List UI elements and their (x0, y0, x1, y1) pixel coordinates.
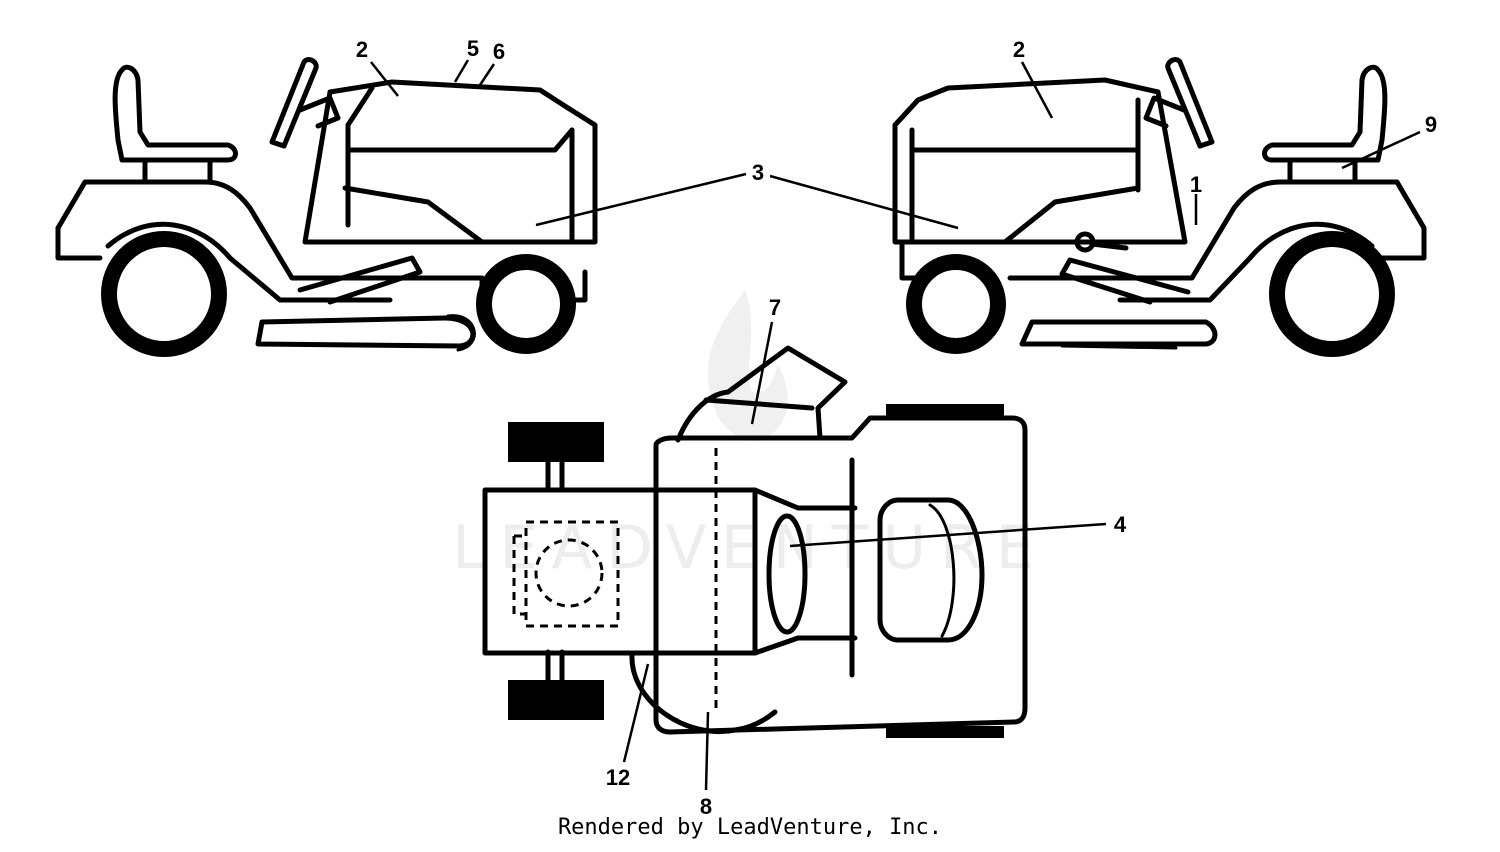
callout-labels: 2 5 6 3 2 1 9 7 4 12 8 (356, 36, 1437, 819)
tractor-left-side-view (55, 57, 598, 357)
leader-6 (478, 63, 496, 86)
leader-7 (750, 321, 774, 425)
leader-3-right (769, 174, 959, 230)
render-credit: Rendered by LeadVenture, Inc. (557, 815, 943, 840)
callout-9: 9 (1425, 112, 1437, 137)
leader-8 (704, 711, 710, 791)
callout-8: 8 (700, 794, 712, 819)
callout-4: 4 (1114, 512, 1127, 537)
callout-2-left: 2 (356, 37, 368, 62)
tractor-right-side-view (892, 57, 1427, 357)
leader-3-left (535, 172, 747, 227)
callout-2-right: 2 (1013, 37, 1025, 62)
leader-5 (453, 59, 470, 83)
leader-9 (1341, 130, 1421, 170)
callout-6: 6 (493, 39, 505, 64)
leader-4 (789, 522, 1107, 548)
leader-lines (370, 59, 1421, 791)
callout-5: 5 (467, 36, 479, 61)
callout-1: 1 (1190, 172, 1202, 197)
callout-3: 3 (752, 160, 764, 185)
leader-2-right (1020, 61, 1054, 119)
callout-12: 12 (606, 765, 630, 790)
leader-12 (622, 663, 650, 763)
leader-2-left (370, 61, 399, 97)
callout-7: 7 (769, 295, 781, 320)
